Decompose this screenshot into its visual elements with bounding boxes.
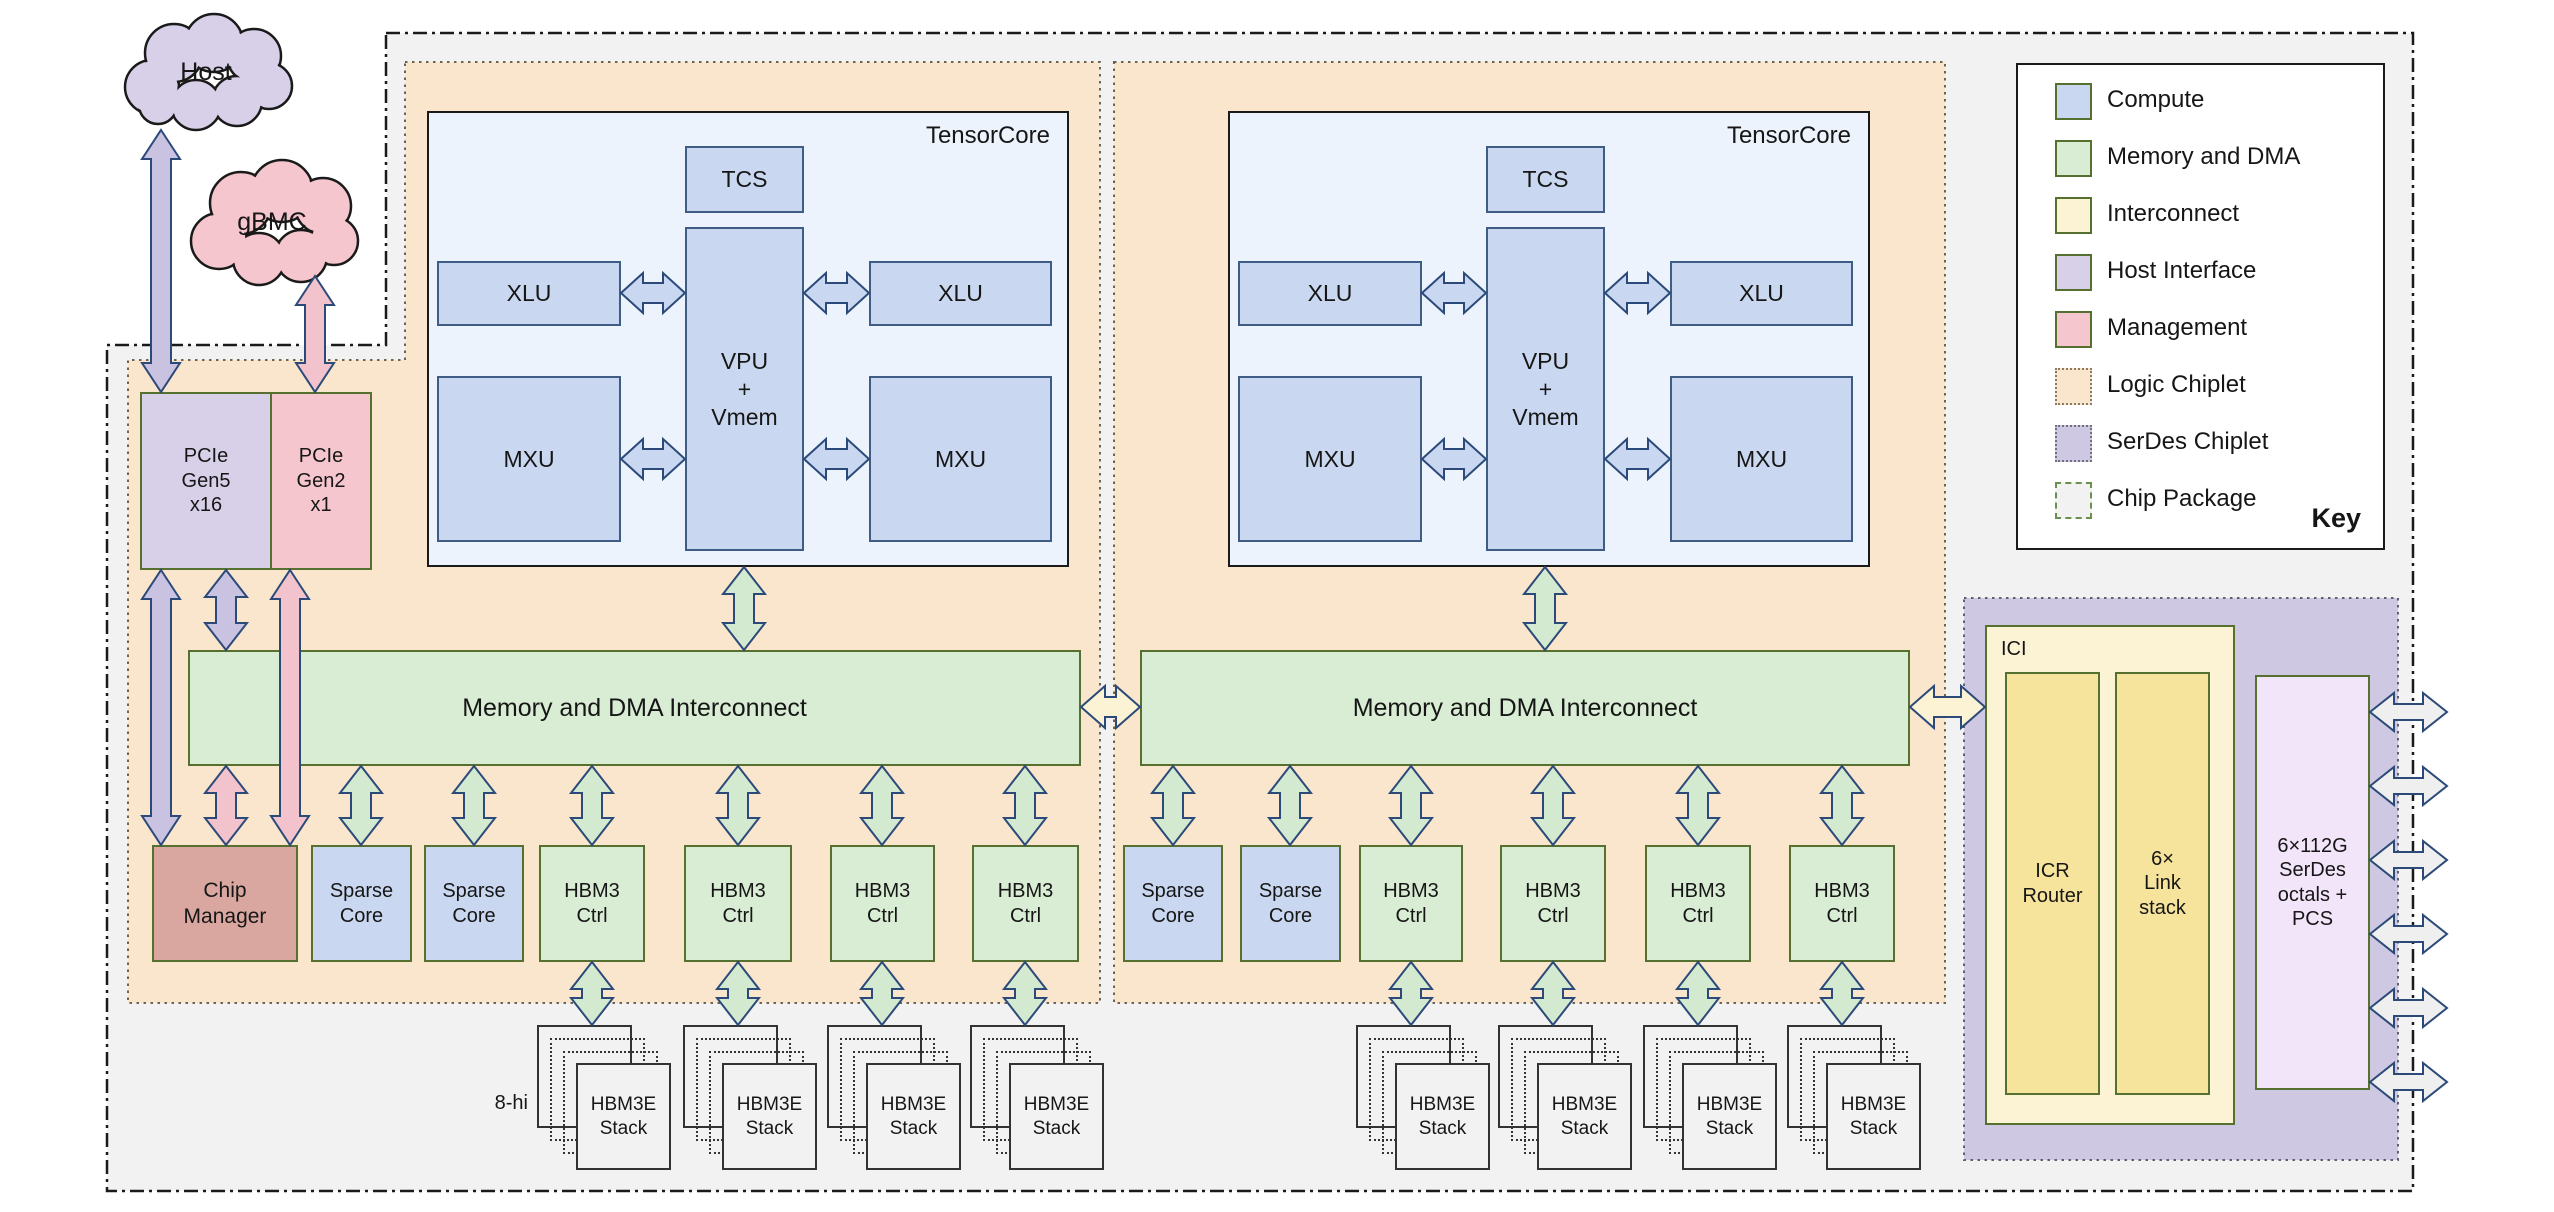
pcie-gen2-block: PCIe Gen2 x1 — [270, 392, 372, 570]
mxu-unit: MXU — [1238, 376, 1422, 542]
host-interface-swatch — [2055, 254, 2092, 291]
hbm3-ctrl-block: HBM3 Ctrl — [1789, 845, 1895, 962]
hbm3e-stack: HBM3E Stack — [1395, 1063, 1490, 1170]
memory-dma-interconnect-1: Memory and DMA Interconnect — [188, 650, 1081, 766]
stack-height-note: 8-hi — [494, 1092, 528, 1114]
hbm3-ctrl-block: HBM3 Ctrl — [1500, 845, 1606, 962]
ici-label: ICI — [2001, 638, 2027, 660]
chip-package-swatch — [2055, 482, 2092, 519]
hbm3-ctrl-block: HBM3 Ctrl — [972, 845, 1079, 962]
hbm3e-stack: HBM3E Stack — [1537, 1063, 1632, 1170]
legend-item: Compute — [2018, 82, 2383, 122]
mxu-unit: MXU — [437, 376, 621, 542]
memory-dma-interconnect-2: Memory and DMA Interconnect — [1140, 650, 1910, 766]
legend-item: Management — [2018, 310, 2383, 350]
tcs-unit: TCS — [1486, 146, 1605, 213]
mxu-unit: MXU — [869, 376, 1052, 542]
sparse-core-block: Sparse Core — [1123, 845, 1223, 962]
memory-dma-swatch — [2055, 140, 2092, 177]
sparse-core-block: Sparse Core — [424, 845, 524, 962]
pcie-gen5-block: PCIe Gen5 x16 — [140, 392, 272, 570]
xlu-unit: XLU — [1670, 261, 1853, 326]
icr-router-block: ICR Router — [2005, 672, 2100, 1095]
tensorcore-1-title: TensorCore — [925, 122, 1050, 149]
hbm3e-stack: HBM3E Stack — [1009, 1063, 1104, 1170]
hbm3-ctrl-block: HBM3 Ctrl — [684, 845, 792, 962]
legend-item: Host Interface — [2018, 253, 2383, 293]
legend-item: Memory and DMA — [2018, 139, 2383, 179]
hbm3-ctrl-block: HBM3 Ctrl — [1645, 845, 1751, 962]
hbm3-ctrl-block: HBM3 Ctrl — [1359, 845, 1463, 962]
link-stack-block: 6× Link stack — [2115, 672, 2210, 1095]
xlu-unit: XLU — [869, 261, 1052, 326]
legend-title: Key — [2311, 503, 2361, 533]
sparse-core-block: Sparse Core — [311, 845, 412, 962]
compute-swatch — [2055, 83, 2092, 120]
hbm3e-stack: HBM3E Stack — [866, 1063, 961, 1170]
chip-manager-block: Chip Manager — [152, 845, 298, 962]
legend-item: SerDes Chiplet — [2018, 424, 2383, 464]
host-cloud — [123, 12, 294, 132]
hbm3e-stack: HBM3E Stack — [1682, 1063, 1777, 1170]
tensorcore-2-title: TensorCore — [1726, 122, 1851, 149]
vpu-vmem-unit: VPU + Vmem — [1486, 227, 1605, 551]
sparse-core-block: Sparse Core — [1240, 845, 1341, 962]
hbm3e-stack: HBM3E Stack — [1826, 1063, 1921, 1170]
hbm3-ctrl-block: HBM3 Ctrl — [830, 845, 935, 962]
serdes-octals-block: 6×112G SerDes octals + PCS — [2255, 675, 2370, 1090]
tcs-unit: TCS — [685, 146, 804, 213]
management-swatch — [2055, 311, 2092, 348]
serdes-chiplet-swatch — [2055, 425, 2092, 462]
hbm3-ctrl-block: HBM3 Ctrl — [539, 845, 645, 962]
hbm3e-stack: HBM3E Stack — [576, 1063, 671, 1170]
legend-item: Chip Package — [2018, 481, 2383, 521]
xlu-unit: XLU — [437, 261, 621, 326]
hbm3e-stack: HBM3E Stack — [722, 1063, 817, 1170]
host-cloud-label: Host — [180, 58, 232, 86]
mxu-unit: MXU — [1670, 376, 1853, 542]
gbmc-cloud-label: gBMC — [237, 208, 307, 236]
legend-item: Logic Chiplet — [2018, 367, 2383, 407]
logic-chiplet-swatch — [2055, 368, 2092, 405]
interconnect-swatch — [2055, 197, 2092, 234]
vpu-vmem-unit: VPU + Vmem — [685, 227, 804, 551]
legend-item: Interconnect — [2018, 196, 2383, 236]
gbmc-cloud — [189, 158, 360, 287]
xlu-unit: XLU — [1238, 261, 1422, 326]
legend-key: Compute Memory and DMA Interconnect Host… — [2016, 63, 2385, 550]
